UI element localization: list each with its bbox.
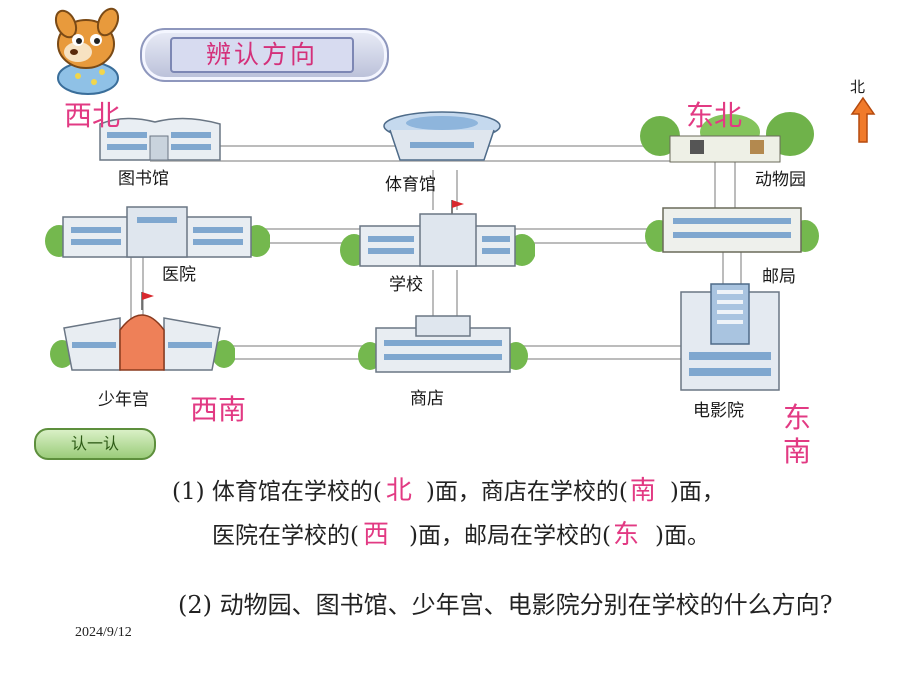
mascot-illustration	[28, 6, 138, 98]
map-line	[714, 160, 716, 210]
question1-text-b: )面，商店在学校的(	[425, 479, 628, 505]
map-line	[130, 250, 132, 330]
answer-north: 北	[385, 476, 412, 506]
map-line	[722, 248, 724, 288]
youth-palace-label: 少年宫	[98, 390, 149, 410]
youth-palace-building	[50, 290, 236, 375]
direction-northeast: 东北	[686, 99, 743, 132]
cinema-building	[675, 282, 785, 392]
direction-southeast-line1: 东	[783, 401, 812, 434]
school-building	[340, 198, 536, 270]
map-line	[142, 250, 144, 330]
question1-text-c: )面，	[669, 479, 725, 505]
answer-south: 南	[629, 476, 656, 506]
stadium-building	[380, 108, 505, 168]
answer-east: 东	[612, 520, 639, 550]
hospital-building	[45, 205, 271, 260]
zoo-building	[640, 112, 815, 164]
school-label: 学校	[389, 275, 423, 295]
map-line	[150, 160, 710, 162]
map-line	[734, 160, 736, 210]
question2: (2) 动物园、图书馆、少年宫、电影院分别在学校的什么方向?	[178, 591, 833, 619]
map-line	[432, 270, 434, 330]
zoo-label: 动物园	[755, 170, 806, 190]
hospital-label: 医院	[162, 265, 196, 285]
north-arrow-icon	[850, 96, 876, 144]
slide-date: 2024/9/12	[75, 625, 132, 640]
page-title: 辨认方向	[170, 37, 354, 73]
map-line	[432, 170, 434, 210]
post-office-building	[645, 200, 820, 255]
question1-text-e: )面，邮局在学校的(	[409, 523, 611, 549]
question1-text-d: 医院在学校的(	[212, 523, 359, 549]
direction-southeast-line2: 南	[783, 435, 812, 468]
store-label: 商店	[410, 389, 444, 409]
library-building	[95, 112, 225, 162]
library-label: 图书馆	[118, 169, 169, 189]
section-badge: 认一认	[34, 428, 156, 460]
cinema-label: 电影院	[693, 401, 744, 421]
question1-text-f: )面。	[654, 523, 710, 549]
north-marker-label: 北	[850, 78, 866, 96]
map-line	[740, 248, 742, 288]
question1-line1: (1) 体育馆在学校的(北 )面，商店在学校的(南 )面，	[172, 470, 725, 507]
question1-text-a: (1) 体育馆在学校的(	[172, 479, 382, 505]
map-line	[456, 270, 458, 330]
stadium-label: 体育馆	[385, 175, 436, 195]
post-office-label: 邮局	[762, 267, 796, 287]
title-banner: 辨认方向	[140, 28, 389, 82]
answer-west: 西	[362, 520, 389, 550]
direction-northwest: 西北	[64, 99, 121, 132]
direction-southwest: 西南	[190, 393, 247, 426]
store-building	[358, 312, 528, 374]
question1-line2: 医院在学校的(西 )面，邮局在学校的(东 )面。	[212, 514, 710, 551]
map-line	[456, 170, 458, 210]
